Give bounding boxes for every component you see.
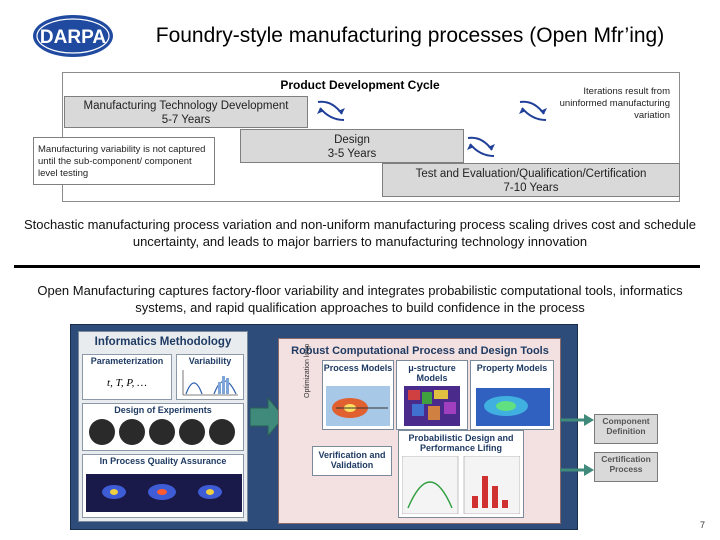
manufacturing-dev-years: 5-7 Years <box>161 114 211 126</box>
parameter-list: t, T, P, … <box>107 377 147 389</box>
thermal-images-icon <box>86 474 242 512</box>
grain-structure-icon <box>404 386 460 426</box>
property-models-title: Property Models <box>476 363 548 373</box>
test-eval-years: 7-10 Years <box>503 182 559 194</box>
slide-title: Foundry-style manufacturing processes (O… <box>155 24 665 47</box>
microstructure-models-title: μ-structure Models <box>408 363 456 383</box>
parameterization-title: Parameterization <box>90 356 164 366</box>
property-map-icon <box>476 388 550 426</box>
stochastic-paragraph: Stochastic manufacturing process variati… <box>23 217 697 249</box>
verification-title: Verification and Validation <box>318 450 386 470</box>
variability-title: Variability <box>188 356 232 366</box>
manufacturing-dev-label: Manufacturing Technology Development <box>83 100 289 112</box>
test-eval-box: Test and Evaluation/Qualification/Certif… <box>382 163 680 197</box>
manufacturing-dev-box: Manufacturing Technology Development 5-7… <box>64 96 308 128</box>
sample-discs-icon <box>89 419 235 445</box>
design-box: Design 3-5 Years <box>240 129 464 163</box>
certification-process-box <box>594 452 658 482</box>
open-mfg-paragraph: Open Manufacturing captures factory-floo… <box>37 283 683 315</box>
component-definition-label: Component Definition <box>602 416 650 436</box>
ipqa-title: In Process Quality Assurance <box>99 456 227 466</box>
flow-arrow-icon <box>250 398 284 436</box>
distribution-plot-icon <box>182 370 238 396</box>
iteration-arrow-icon <box>467 136 495 157</box>
test-eval-label: Test and Evaluation/Qualification/Certif… <box>415 168 647 180</box>
parameterization-box <box>82 354 172 400</box>
probabilistic-design-title: Probabilistic Design and Performance Lif… <box>408 433 514 453</box>
optimization-loop-label: Optimization loop <box>304 343 311 398</box>
process-models-title: Process Models <box>323 363 393 373</box>
verification-box <box>312 446 392 476</box>
section-divider <box>14 265 700 268</box>
svg-text:DARPA: DARPA <box>40 27 106 48</box>
iteration-arrow-icon <box>317 100 345 121</box>
variability-box <box>176 354 244 400</box>
reliability-plots-icon <box>402 456 520 514</box>
robust-tools-title: Robust Computational Process and Design … <box>291 345 549 357</box>
page-number: 7 <box>700 520 706 530</box>
design-years: 3-5 Years <box>327 148 377 160</box>
cycle-title: Product Development Cycle <box>280 78 440 92</box>
design-label: Design <box>334 134 370 146</box>
component-definition-box <box>594 414 658 444</box>
iteration-note: Iterations result from uninformed manufa… <box>540 86 670 122</box>
output-arrows-icon <box>560 414 594 476</box>
iteration-arrow-icon <box>519 100 547 121</box>
variability-note: Manufacturing variability is not capture… <box>33 137 215 185</box>
melt-pool-icon <box>326 386 390 426</box>
informatics-title: Informatics Methodology <box>94 336 232 348</box>
darpa-logo: DARPA <box>33 15 113 57</box>
certification-process-label: Certification Process <box>601 454 651 474</box>
doe-title: Design of Experiments <box>114 405 212 415</box>
